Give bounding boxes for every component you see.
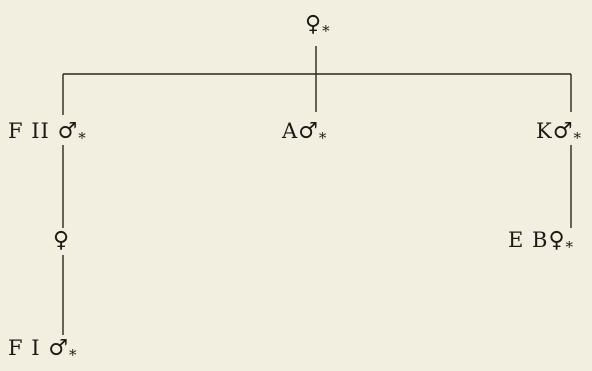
node-left-female: ♀ [53, 230, 70, 252]
node-f1-id: F I [8, 336, 49, 360]
node-f2-male: F II ♂* [8, 119, 86, 146]
node-eb-female: E B♀* [508, 228, 573, 255]
female-symbol: ♀ [305, 12, 322, 37]
male-symbol: ♂ [48, 336, 68, 361]
star-mark: * [68, 346, 77, 364]
node-f2-id: F II [8, 119, 58, 143]
male-symbol: ♂ [552, 119, 573, 144]
node-a-male: A♂* [282, 119, 326, 146]
node-f1-male: F I ♂* [8, 336, 76, 363]
star-mark: * [565, 238, 574, 256]
root-female-node: ♀* [305, 12, 330, 39]
female-symbol: ♀ [548, 228, 565, 253]
node-eb-id: E B [508, 228, 549, 252]
male-symbol: ♂ [57, 119, 78, 144]
node-k-male: K♂* [536, 119, 581, 146]
female-symbol: ♀ [53, 228, 70, 253]
male-symbol: ♂ [298, 119, 318, 144]
star-mark: * [78, 129, 86, 147]
node-k-id: K [536, 119, 553, 143]
star-mark: * [573, 129, 581, 147]
star-mark: * [322, 22, 330, 40]
node-a-id: A [282, 119, 299, 143]
star-mark: * [318, 129, 327, 147]
